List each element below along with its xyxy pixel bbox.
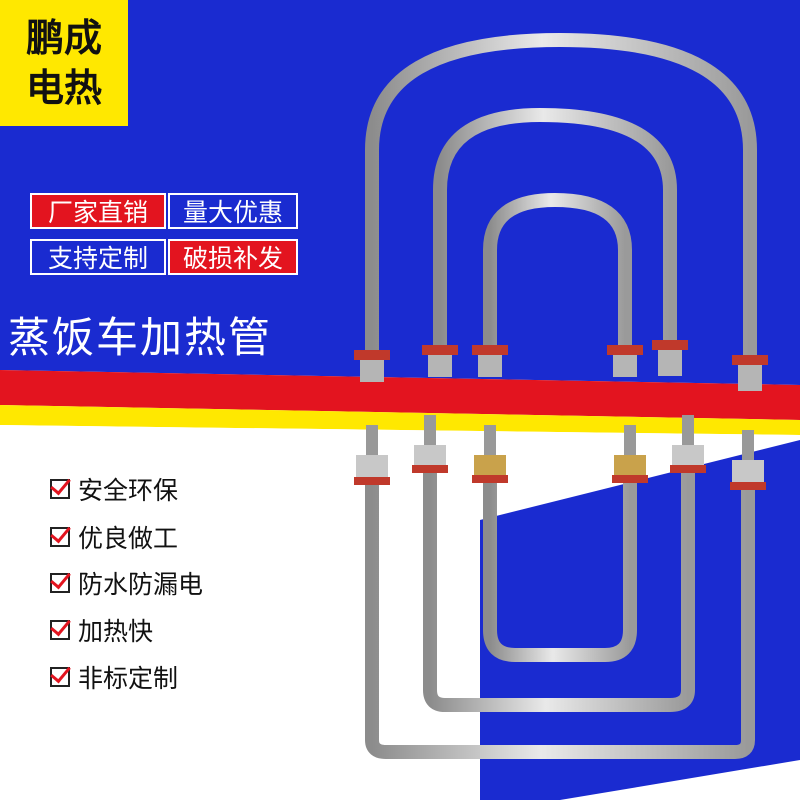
feature-label: 防水防漏电 (78, 570, 204, 599)
medium-u-tube (423, 470, 695, 712)
feature-item: 防水防漏电 (50, 564, 203, 602)
large-arch-tube (365, 32, 757, 360)
bottom-fittings (354, 415, 766, 490)
checkbox-icon (50, 620, 70, 640)
tag-damage-replacement: 破损补发 (168, 239, 298, 275)
feature-label: 加热快 (78, 617, 154, 646)
top-fittings (354, 340, 768, 391)
feature-label: 优良做工 (78, 524, 179, 553)
product-headline: 蒸饭车加热管 (8, 313, 273, 362)
feature-item: 加热快 (50, 611, 153, 649)
tag-bulk-discount: 量大优惠 (168, 193, 298, 229)
tag-label: 支持定制 (47, 244, 148, 273)
small-arch-tube (483, 192, 632, 360)
medium-arch-tube (433, 107, 677, 360)
checkbox-icon (50, 479, 70, 499)
checkbox-icon (50, 667, 70, 687)
brand-line-2: 电热 (25, 66, 102, 110)
tag-customization: 支持定制 (30, 239, 166, 275)
large-u-tube (365, 480, 755, 759)
feature-item: 安全环保 (50, 470, 178, 508)
small-u-tube (483, 470, 637, 662)
feature-label: 安全环保 (78, 476, 179, 505)
blue-panel (0, 0, 800, 385)
tag-factory-direct: 厂家直销 (30, 193, 166, 229)
red-stripe (0, 370, 800, 420)
tag-label: 厂家直销 (47, 198, 148, 227)
checkbox-icon (50, 573, 70, 593)
feature-item: 优良做工 (50, 518, 178, 556)
checkbox-icon (50, 527, 70, 547)
tag-label: 量大优惠 (182, 198, 283, 227)
brand-badge: 鹏成 电热 (0, 0, 128, 126)
feature-label: 非标定制 (78, 664, 179, 693)
feature-item: 非标定制 (50, 658, 178, 696)
tag-label: 破损补发 (182, 244, 283, 273)
brand-line-1: 鹏成 (25, 16, 102, 60)
